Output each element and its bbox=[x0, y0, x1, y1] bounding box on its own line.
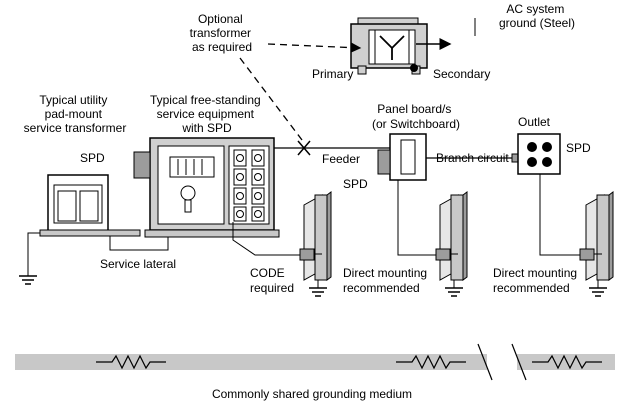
resistor-symbol bbox=[96, 354, 166, 370]
resistor-symbol bbox=[532, 354, 602, 370]
service-equipment bbox=[133, 137, 280, 238]
ac-system-transformer bbox=[350, 17, 452, 75]
ground-symbol bbox=[19, 270, 37, 285]
building-steel-column-2 bbox=[435, 191, 468, 297]
code-required-label: CODE required bbox=[250, 266, 294, 295]
spd-utility-label: SPD bbox=[80, 151, 105, 165]
direct-mounting-label-1: Direct mounting recommended bbox=[343, 266, 430, 295]
secondary-label: Secondary bbox=[433, 67, 490, 81]
utility-transformer-label: Typical utility pad-mount service transf… bbox=[24, 93, 127, 135]
building-steel-column-1 bbox=[299, 191, 332, 297]
spd-panel-label: SPD bbox=[343, 177, 368, 191]
optional-transformer-label: Optional transformer as required bbox=[190, 12, 255, 54]
spd-outlet-label: SPD bbox=[566, 141, 591, 155]
panel-board-label: Panel board/s (or Switchboard) bbox=[372, 102, 460, 131]
direct-mounting-label-2: Direct mounting recommended bbox=[493, 266, 580, 295]
ac-system-ground-label: AC system ground (Steel) bbox=[499, 2, 575, 30]
feeder-label: Feeder bbox=[322, 152, 360, 166]
x-cross-mark bbox=[297, 140, 311, 156]
transformer-wye-symbol bbox=[379, 35, 405, 60]
resistor-symbol bbox=[396, 354, 466, 370]
utility-transformer bbox=[39, 174, 141, 237]
outlet-label: Outlet bbox=[518, 115, 551, 129]
branch-circuit-label: Branch circuit bbox=[436, 151, 509, 165]
grounding-medium-bar bbox=[15, 343, 615, 381]
service-equipment-label: Typical free-standing service equipment … bbox=[150, 93, 264, 135]
primary-label: Primary bbox=[312, 67, 353, 81]
service-lateral-label: Service lateral bbox=[100, 257, 176, 271]
panel-board bbox=[377, 133, 427, 181]
building-steel-column-3 bbox=[579, 191, 614, 297]
grounding-medium-label: Commonly shared grounding medium bbox=[212, 387, 412, 401]
duplex-outlet-symbol bbox=[511, 133, 561, 175]
